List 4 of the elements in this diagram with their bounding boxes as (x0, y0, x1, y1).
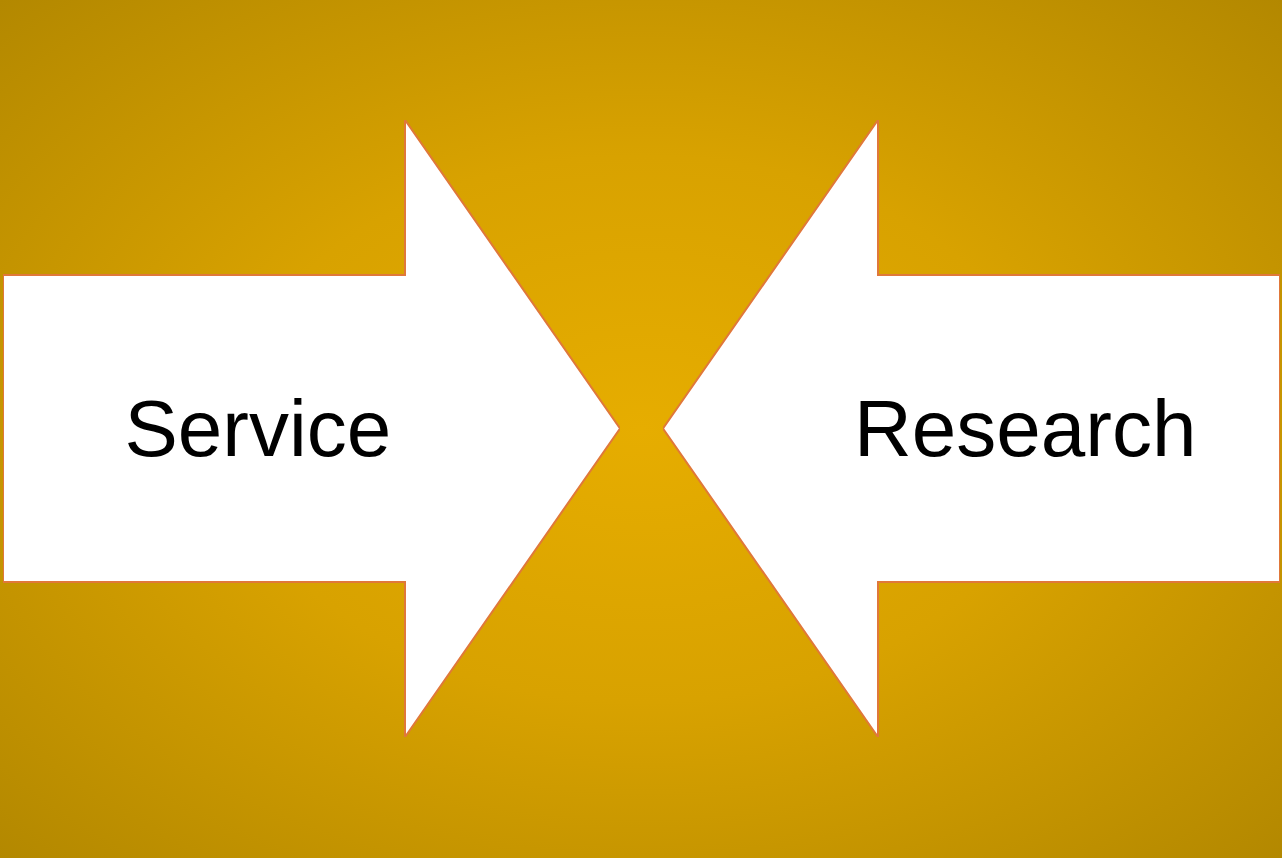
arrow-label: Service (124, 388, 392, 469)
block-arrow (663, 120, 1280, 737)
arrow-label: Research (854, 388, 1197, 469)
block-arrow (3, 120, 620, 737)
